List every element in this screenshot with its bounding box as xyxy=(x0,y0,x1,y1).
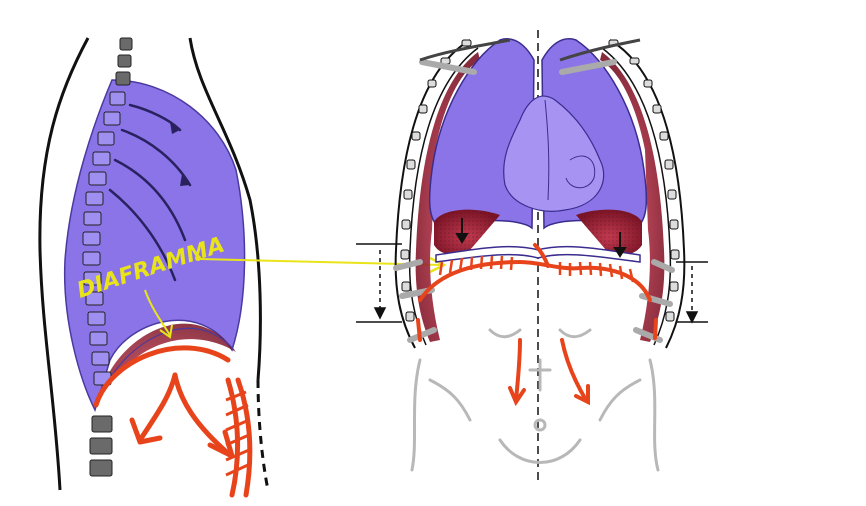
diaphragm-dome-lateral xyxy=(98,323,236,402)
collarbone-left xyxy=(419,38,511,62)
displacement-arrows xyxy=(356,243,708,324)
lateral-view xyxy=(38,37,270,498)
abdominal-hatching xyxy=(225,390,250,477)
rib-segments xyxy=(400,39,680,322)
intercostal-muscle-right xyxy=(600,52,665,342)
diaphragm-annotation-lateral xyxy=(93,345,253,498)
frontal-view xyxy=(356,30,708,480)
rib-icon xyxy=(108,103,192,282)
diaphragm-annotation-frontal xyxy=(416,243,658,407)
intercostal-muscle-left xyxy=(415,52,480,342)
connector-arrowhead xyxy=(429,256,447,274)
label-dot xyxy=(195,255,201,261)
arrow-icon xyxy=(170,122,190,186)
body-outline-back xyxy=(38,37,90,491)
heart-icon xyxy=(503,95,605,212)
rib-cage-left xyxy=(394,39,471,349)
diaphragm-dome-frontal xyxy=(435,245,641,263)
arrow-icon xyxy=(455,218,627,258)
rib-cage-right xyxy=(609,39,686,349)
diaphragm-hatches xyxy=(438,255,635,283)
abdomen-outline xyxy=(256,379,270,491)
collarbone-right xyxy=(559,38,641,62)
spine-icon xyxy=(82,37,133,477)
abdomen-sketch xyxy=(410,328,660,472)
yellow-annotation xyxy=(144,289,173,339)
body-outline-front xyxy=(188,37,262,381)
